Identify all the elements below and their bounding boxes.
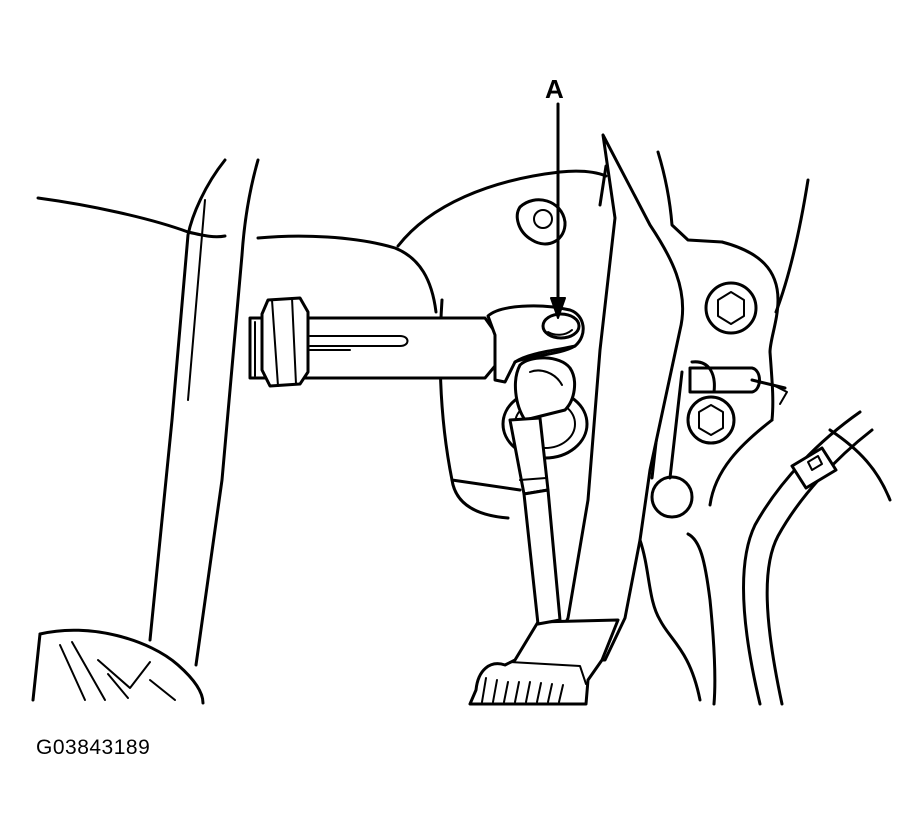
accelerator-pedal-arm	[546, 133, 685, 662]
figure-id: G03843189	[36, 736, 151, 759]
bolt-hole-lower	[650, 475, 694, 519]
dash-panel-edge	[36, 196, 227, 239]
bolt-hex-lower	[686, 395, 736, 445]
bolt-hex-upper	[704, 281, 758, 335]
accelerator-pedal-pad	[468, 618, 620, 706]
housing-shroud	[256, 234, 438, 314]
brake-pedal-pad	[31, 628, 205, 705]
brake-pedal-arm	[148, 158, 260, 667]
callout-arrow	[550, 102, 566, 319]
shaft-clip	[260, 296, 310, 388]
push-rod	[508, 416, 562, 626]
universal-joint-yoke	[486, 304, 585, 384]
shaft	[248, 316, 497, 380]
switch-rod	[650, 360, 788, 480]
wire-harness	[638, 410, 892, 706]
callout-label-a: A	[545, 74, 564, 104]
